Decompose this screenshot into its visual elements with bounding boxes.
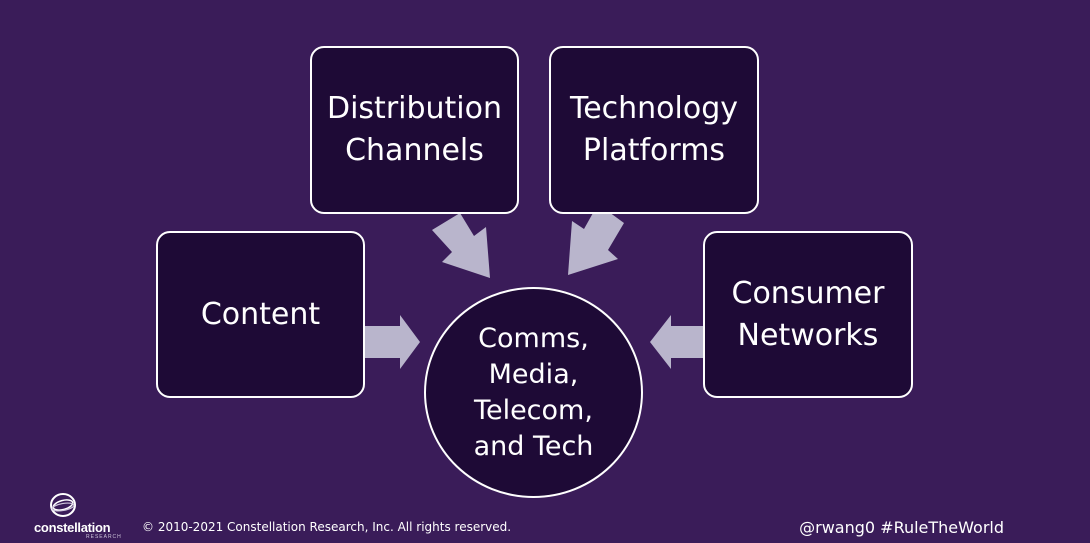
consumer-networks-label: Consumer Networks (731, 275, 885, 353)
logo-subtext: RESEARCH (86, 534, 122, 540)
technology-platforms-box: Technology Platforms (549, 46, 759, 214)
hub-circle: Comms, Media, Telecom, and Tech (424, 287, 643, 498)
content-label: Content (200, 296, 321, 332)
copyright-notice: © 2010-2021 Constellation Research, Inc.… (142, 520, 512, 534)
distribution-channels-box: Distribution Channels (310, 46, 519, 214)
distribution-channels-label: Distribution Channels (326, 91, 503, 168)
consumer-networks-box: Consumer Networks (703, 231, 913, 398)
logo-wordmark: constellation (34, 520, 111, 535)
hub-label: Comms, Media, Telecom, and Tech (473, 322, 594, 462)
arrow-technology-to-hub (568, 204, 624, 275)
technology-platforms-label: Technology Platforms (569, 91, 739, 168)
content-box: Content (156, 231, 365, 398)
arrow-consumer-to-hub (650, 315, 703, 369)
constellation-logo-icon (50, 493, 76, 517)
arrow-content-to-hub (365, 315, 420, 369)
arrow-distribution-to-hub (432, 213, 490, 278)
constellation-logo: constellation RESEARCH (34, 490, 124, 540)
social-handle: @rwang0 #RuleTheWorld (799, 518, 1004, 537)
